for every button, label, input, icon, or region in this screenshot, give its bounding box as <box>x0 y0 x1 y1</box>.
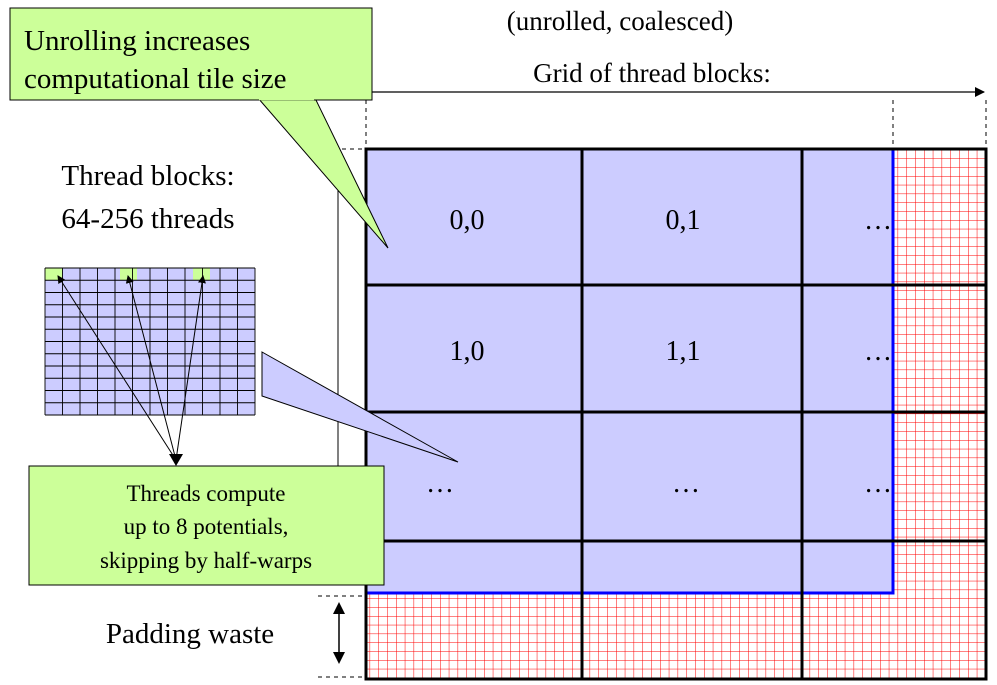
threads-callout-line2: up to 8 potentials, <box>124 514 289 539</box>
threads-callout-line3: skipping by half-warps <box>100 548 312 573</box>
cell-label: 1,0 <box>450 336 485 367</box>
threads-callout-line1: Threads compute <box>126 481 285 506</box>
grid-of-thread-blocks-label: Grid of thread blocks: <box>533 58 771 88</box>
unrolling-callout-line2: computational tile size <box>24 63 287 95</box>
cell-label: 1,1 <box>666 336 701 367</box>
thread-pointer-arrows <box>57 275 206 461</box>
cell-label: … <box>672 468 700 499</box>
cell-label: … <box>864 468 892 499</box>
cell-label: 0,1 <box>666 205 701 236</box>
unrolled-coalesced-label: (unrolled, coalesced) <box>507 6 733 36</box>
thread-block-region <box>366 149 893 593</box>
zoom-wedge <box>261 351 459 463</box>
cell-label: … <box>426 468 454 499</box>
unrolling-callout-line1: Unrolling increases <box>24 25 250 57</box>
thread-blocks-label: Thread blocks: <box>61 160 234 192</box>
cell-label: 0,0 <box>450 205 485 236</box>
thread-arrows-origin <box>169 454 183 466</box>
thread-cell-highlight <box>193 268 210 280</box>
padding-arrow-down <box>333 652 345 664</box>
block-grid-lines <box>364 147 988 681</box>
threads-compute-callout <box>28 465 385 586</box>
cell-label: … <box>864 336 892 367</box>
padding-arrow-up <box>333 602 345 614</box>
padding-waste-label: Padding waste <box>106 618 274 650</box>
unrolling-callout <box>9 7 373 101</box>
thread-count-label: 64-256 threads <box>61 203 234 235</box>
real-data-edge <box>366 149 895 595</box>
cell-label: … <box>864 205 892 236</box>
thread-block-grid <box>44 267 256 416</box>
